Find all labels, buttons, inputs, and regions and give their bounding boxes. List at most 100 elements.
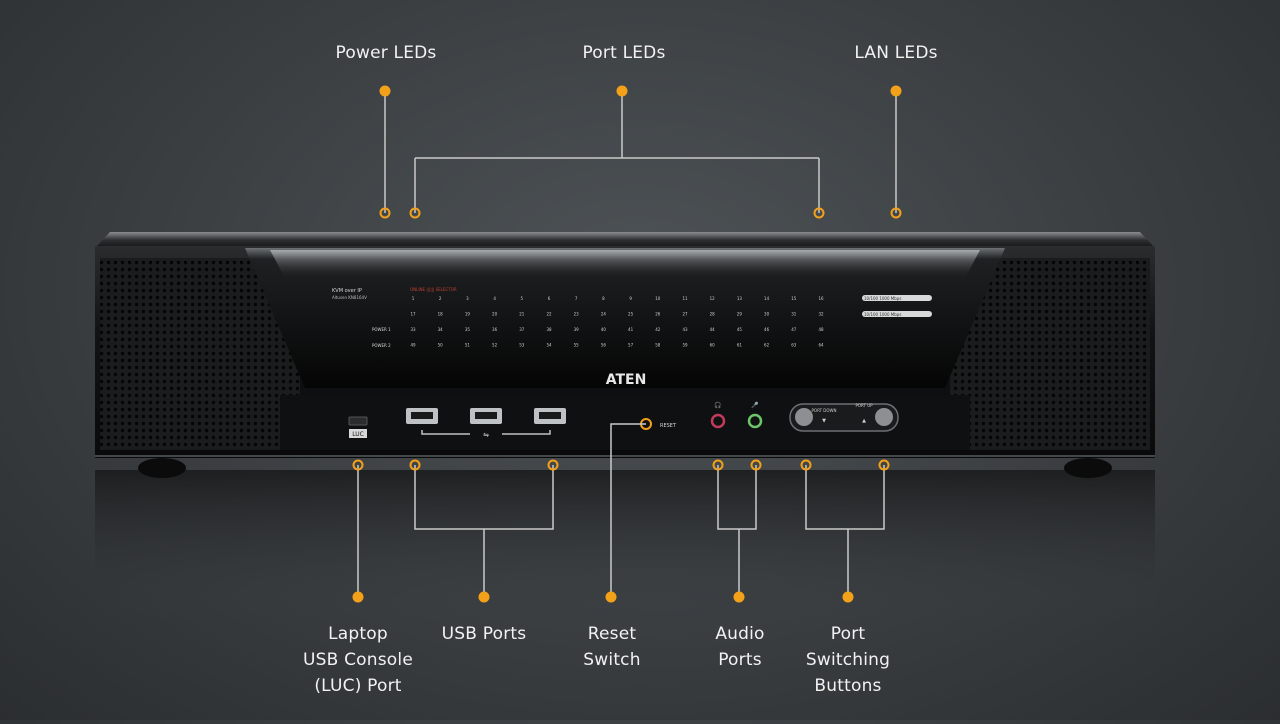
- lan-led-2-label: 10/100 1000 Mbps: [864, 312, 901, 317]
- port-number-label: 41: [628, 327, 634, 332]
- port-number-label: 19: [465, 312, 471, 317]
- usb-bracket-line: [421, 430, 551, 435]
- leader-reset: [610, 423, 646, 597]
- usb-symbol-icon: ⇋: [483, 431, 489, 439]
- port-number-label: 35: [465, 327, 471, 332]
- callout-lan-leds: LAN LEDs: [854, 43, 938, 63]
- port-number-label: 43: [682, 327, 688, 332]
- callout-dots: [352, 85, 902, 603]
- port-number-label: 49: [410, 343, 416, 348]
- model-line-2: Altusen KN8164V: [332, 295, 367, 300]
- port-number-label: 57: [628, 343, 634, 348]
- callout-anchor-dot: [379, 207, 391, 219]
- port-number-label: 56: [601, 343, 607, 348]
- callout-dot: [379, 85, 391, 97]
- port-number-label: 7: [575, 296, 578, 301]
- port-number-label: 64: [818, 343, 824, 348]
- port-number-label: 51: [465, 343, 471, 348]
- port-number-label: 2: [439, 296, 442, 301]
- port-number-label: 38: [546, 327, 552, 332]
- port-number-label: 54: [546, 343, 552, 348]
- callout-anchor-dot: [547, 459, 559, 471]
- port-number-label: 36: [492, 327, 498, 332]
- callout-anchor-dot: [409, 459, 421, 471]
- left-speaker-grille: [100, 258, 300, 450]
- port-number-label: 6: [548, 296, 551, 301]
- led-panel-bezel: [245, 248, 1005, 388]
- leader-audio: [717, 465, 757, 597]
- brand-logo: ATEN: [606, 372, 647, 388]
- usb-port-1: [406, 408, 438, 424]
- port-number-label: 14: [764, 296, 770, 301]
- usb-port-3: [534, 408, 566, 424]
- port-number-label: 44: [710, 327, 716, 332]
- switching-button-housing: [789, 403, 899, 432]
- port-number-label: 50: [438, 343, 444, 348]
- callout-anchor-dot: [352, 459, 364, 471]
- port-number-label: 61: [737, 343, 743, 348]
- port-number-label: 17: [410, 312, 416, 317]
- power-2-label: POWER 2: [372, 343, 391, 348]
- luc-port-label: LUC: [352, 431, 364, 438]
- audio-out-port: [710, 413, 726, 429]
- port-number-label: 3: [466, 296, 469, 301]
- port-up-label: PORT UP: [855, 403, 873, 408]
- port-number-label: 63: [791, 343, 797, 348]
- leader-usb-ports: [414, 465, 554, 597]
- port-number-label: 18: [438, 312, 444, 317]
- port-number-label: 59: [682, 343, 688, 348]
- port-number-label: 15: [791, 296, 797, 301]
- leader-port-leds: [414, 91, 820, 213]
- device-top-plate: [95, 232, 1155, 248]
- callout-leader-lines: [357, 91, 897, 597]
- port-number-label: 58: [655, 343, 661, 348]
- port-number-label: 33: [410, 327, 416, 332]
- callout-anchor-dot: [813, 207, 825, 219]
- port-number-label: 47: [791, 327, 797, 332]
- port-number-label: 53: [519, 343, 525, 348]
- port-number-label: 60: [710, 343, 716, 348]
- luc-badge: [349, 429, 367, 438]
- port-down-label: PORT DOWN: [812, 408, 837, 413]
- usb-port-2: [470, 408, 502, 424]
- up-arrow-icon: ▲: [862, 418, 866, 424]
- callout-dot: [733, 591, 745, 603]
- led-header: ONLINE |||||| SELECTOR: [410, 287, 457, 292]
- port-number-label: 8: [602, 296, 605, 301]
- port-number-label: 16: [818, 296, 824, 301]
- port-up-button: [875, 408, 893, 426]
- mic-in-port: [747, 413, 763, 429]
- port-number-label: 34: [438, 327, 444, 332]
- port-number-label: 9: [629, 296, 632, 301]
- port-number-label: 24: [601, 312, 607, 317]
- microphone-icon: 🎤: [751, 401, 759, 409]
- callout-dot: [890, 85, 902, 97]
- down-arrow-icon: ▼: [822, 418, 826, 424]
- port-number-label: 11: [682, 296, 688, 301]
- port-number-label: 37: [519, 327, 525, 332]
- port-number-label: 4: [493, 296, 496, 301]
- callout-anchor-dot: [800, 459, 812, 471]
- power-1-label: POWER 1: [372, 327, 391, 332]
- port-number-label: 26: [655, 312, 661, 317]
- port-number-label: 55: [574, 343, 580, 348]
- callout-dot: [616, 85, 628, 97]
- port-number-label: 23: [574, 312, 580, 317]
- left-foot: [138, 458, 186, 478]
- port-number-label: 20: [492, 312, 498, 317]
- callout-power-leds: Power LEDs: [335, 43, 437, 63]
- port-number-label: 5: [521, 296, 524, 301]
- callout-anchor-dot: [409, 207, 421, 219]
- callout-dot: [352, 591, 364, 603]
- port-number-label: 32: [818, 312, 824, 317]
- port-number-label: 45: [737, 327, 743, 332]
- callout-anchor-dot: [890, 207, 902, 219]
- port-number-label: 1: [412, 296, 415, 301]
- lan-led-strip-2: [862, 311, 932, 317]
- callout-dot: [842, 591, 854, 603]
- port-number-label: 27: [682, 312, 688, 317]
- port-number-label: 46: [764, 327, 770, 332]
